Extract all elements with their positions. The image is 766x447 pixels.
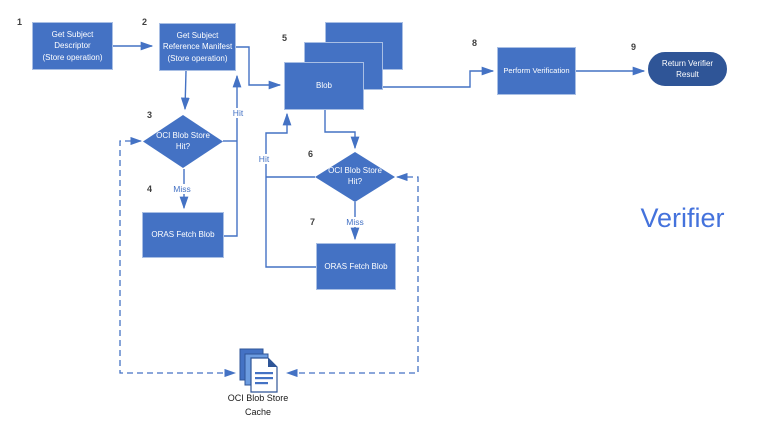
connector-cache-to-diamond3-dashed: [119, 136, 237, 378]
node-get-subject-descriptor: Get Subject Descriptor (Store operation): [32, 22, 113, 70]
node-perform-verification: Perform Verification: [497, 47, 576, 95]
step-number-1: 1: [17, 17, 23, 27]
connector-step2-to-blob: [236, 46, 282, 90]
connector-blob-to-diamond6: [324, 110, 360, 150]
documents-icon: [239, 348, 278, 393]
edge-label-hit-1: Hit: [231, 108, 245, 118]
edge-label-miss-2: Miss: [345, 217, 365, 227]
edge-label-hit-2: Hit: [257, 154, 271, 164]
node-get-subject-reference-manifest: Get Subject Reference Manifest (Store op…: [159, 23, 236, 71]
step-number-2: 2: [142, 17, 148, 27]
step-number-4: 4: [147, 184, 153, 194]
step-number-5: 5: [282, 33, 288, 43]
node-oras-fetch-blob-1: ORAS Fetch Blob: [142, 212, 224, 258]
step-number-8: 8: [472, 38, 478, 48]
connector-step2-to-diamond3: [180, 70, 190, 111]
node-return-verifier-result: Return Verifier Result: [648, 52, 727, 86]
cache-label: OCI Blob Store Cache: [227, 393, 289, 417]
step-number-3: 3: [147, 110, 153, 120]
connector-step4-return-to-step2: [224, 74, 242, 237]
node-oras-fetch-blob-2: ORAS Fetch Blob: [316, 243, 396, 290]
step-number-6: 6: [308, 149, 314, 159]
step-number-7: 7: [310, 217, 316, 227]
step-number-9: 9: [631, 42, 637, 52]
node-blob: Blob: [284, 62, 364, 110]
edge-label-miss-1: Miss: [172, 184, 192, 194]
connector-blob-to-step8: [383, 66, 495, 88]
connector-step7-return-to-blob: [265, 112, 316, 268]
connector-cache-to-diamond6-dashed: [285, 172, 419, 378]
verifier-region-title: Verifier: [640, 203, 725, 233]
